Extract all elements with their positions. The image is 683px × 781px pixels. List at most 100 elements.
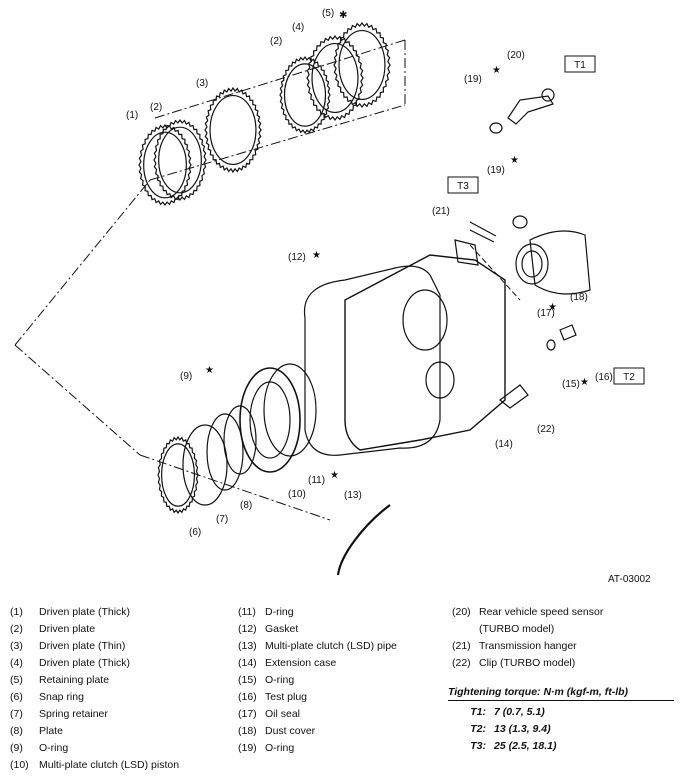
legend-number: (21) (452, 640, 471, 652)
legend-number: (11) (238, 606, 256, 618)
legend-text: Rear vehicle speed sensor (479, 606, 604, 618)
plate-inner-edge (338, 29, 386, 101)
plate-inner-edge (143, 131, 187, 199)
star-marker: ★ (548, 302, 557, 313)
o-ring-19b (512, 215, 528, 229)
torque-title: Tightening torque: N·m (kgf-m, ft-lb) (448, 686, 674, 701)
case-bore (402, 289, 448, 351)
plate-inner-edge (311, 42, 359, 114)
torque-tag-box (564, 55, 596, 73)
callout-label: (9) (180, 371, 192, 382)
legend-number: (13) (238, 640, 257, 652)
torque-key: T2: (470, 723, 486, 735)
plate-teeth (279, 55, 331, 135)
legend-number: (20) (452, 606, 471, 618)
legend-item: (22)Clip (TURBO model) (452, 655, 603, 672)
o-ring-19a (489, 122, 503, 134)
legend-item: (5)Retaining plate (10, 672, 179, 689)
callout-label: (11) (308, 475, 325, 486)
piston-inner (249, 381, 291, 459)
guide-line (149, 104, 406, 181)
legend-item: (20) Rear vehicle speed sensor (452, 604, 603, 621)
legend-text: (TURBO model) (479, 623, 555, 635)
legend-item: (1)Driven plate (Thick) (10, 604, 179, 621)
torque-tag-label: T2 (623, 372, 635, 383)
callout-label: (19) (464, 74, 482, 85)
dust-cover (529, 230, 591, 295)
callout-label: (7) (216, 514, 228, 525)
oil-seal-inner (521, 250, 543, 278)
legend-number: (12) (238, 623, 257, 635)
callout-label: (15) (562, 379, 580, 390)
legend-text: Dust cover (265, 725, 316, 737)
callout-label: (16) (595, 372, 613, 383)
torque-key: T3: (470, 740, 486, 752)
guide-line (139, 454, 331, 521)
legend-text: Multi-plate clutch (LSD) piston (39, 759, 180, 771)
exploded-parts-diagram: (1)(2)(3)(2)(4)(5)(20)(19)(19)(21)(12)(1… (14, 8, 645, 576)
legend-text: O-ring (265, 674, 295, 686)
legend-text: Clip (TURBO model) (479, 657, 576, 669)
legend-number: (16) (238, 691, 257, 703)
legend-text: Plate (39, 725, 63, 737)
callout-label: (10) (288, 489, 306, 500)
callout-label: (1) (126, 110, 138, 121)
legend-item: (15) O-ring (238, 672, 397, 689)
plate-inner-edge (158, 126, 202, 194)
legend-number: (3) (10, 640, 23, 652)
hanger-bolt (469, 221, 497, 243)
d-ring-11 (263, 363, 317, 457)
case-boss (425, 361, 455, 399)
legend-text: Oil seal (265, 708, 301, 720)
test-plug (559, 324, 577, 341)
legend-text: Driven plate (Thick) (39, 657, 131, 669)
legend-number: (8) (10, 725, 23, 737)
legend-number: (6) (10, 691, 23, 703)
plate-teeth (204, 86, 262, 174)
o-ring-15 (546, 339, 556, 351)
star-marker: ★ (205, 365, 214, 376)
torque-value: 7 (0.7, 5.1) (494, 706, 545, 718)
callout-label: (20) (507, 50, 525, 61)
legend-number: (4) (10, 657, 23, 669)
callout-label: (5) (322, 8, 334, 19)
legend-item: (3) Driven plate (Thin) (10, 638, 179, 655)
driven-plate-2b (279, 55, 331, 135)
callout-label: (13) (344, 490, 362, 501)
plate-inner-edge (161, 443, 196, 507)
plate-inner-edge (283, 63, 327, 127)
legend-item: (21) Transmission hanger (452, 638, 603, 655)
legend-item: (16)Test plug (238, 689, 397, 706)
drawing-code: AT-03002 (608, 574, 651, 585)
callout-label: (6) (189, 527, 201, 538)
legend-item: (17)Oil seal (238, 706, 397, 723)
callout-label: (12) (288, 252, 306, 263)
tightening-torque-table: Tightening torque: N·m (kgf-m, ft-lb) T1… (448, 686, 674, 755)
guide-line (14, 179, 151, 346)
legend-text: Driven plate (Thin) (39, 640, 126, 652)
oil-seal-outer (515, 243, 549, 285)
legend-column-3: (20) Rear vehicle speed sensor (TURBO mode… (452, 604, 603, 672)
callout-label: (18) (570, 292, 588, 303)
callout-label: (4) (292, 22, 304, 33)
legend-item: (13)Multi-plate clutch (LSD) pipe (238, 638, 397, 655)
star-marker: ★ (330, 470, 339, 481)
callout-label: (19) (487, 165, 505, 176)
legend-text: Transmission hanger (479, 640, 577, 652)
legend-item: (18)Dust cover (238, 723, 397, 740)
gasket (303, 265, 441, 456)
legend-number: (15) (238, 674, 257, 686)
torque-row: T1:7 (0.7, 5.1) (448, 704, 674, 721)
legend-item: (4) Driven plate (Thick) (10, 655, 179, 672)
plate-teeth (333, 21, 391, 109)
guide-line (154, 39, 406, 119)
legend-item: (14)Extension case (238, 655, 397, 672)
legend-text: O-ring (39, 742, 69, 754)
driven-plate-2 (153, 118, 207, 202)
legend-item: (11)D-ring (238, 604, 397, 621)
driven-plate-thick-4 (306, 34, 364, 122)
legend-item: (2)Driven plate (10, 621, 179, 638)
speed-sensor (507, 95, 554, 125)
star-marker: ★ (510, 155, 519, 166)
torque-value: 25 (2.5, 18.1) (494, 740, 557, 752)
